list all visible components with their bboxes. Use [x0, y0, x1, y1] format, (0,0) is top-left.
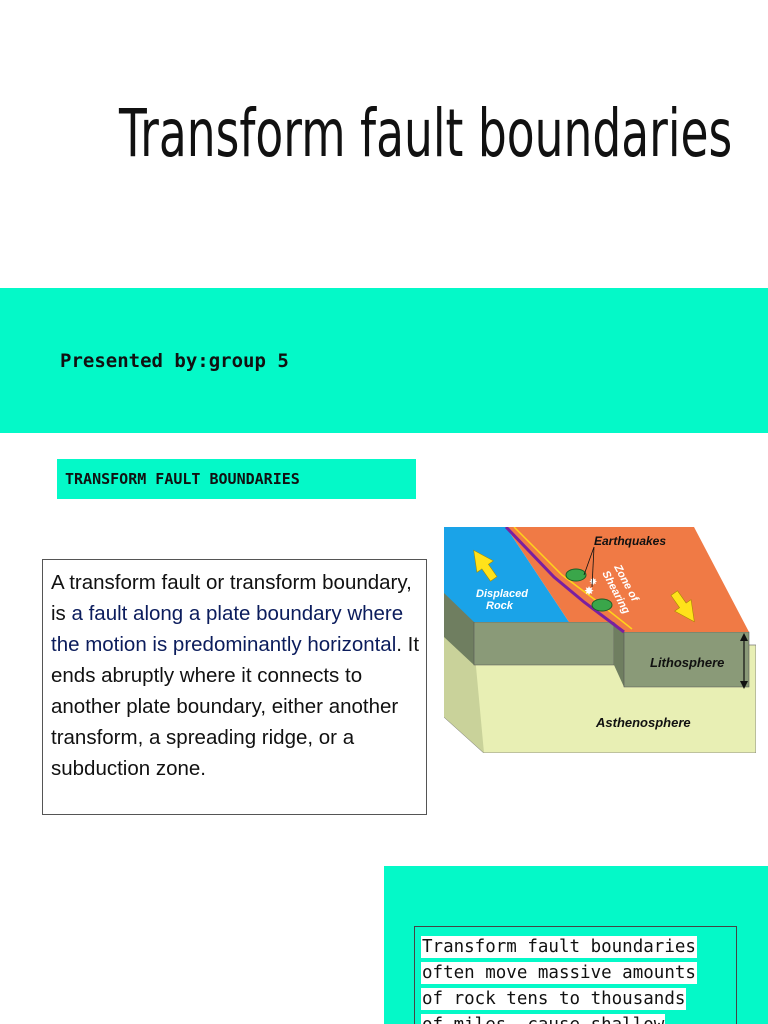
- pointer-1: [583, 546, 595, 576]
- presenter-text: Presented by:group 5: [60, 350, 289, 372]
- definition-part1: A transform fault or transform boundary,…: [51, 571, 412, 625]
- second-panel: Transform fault boundaries often move ma…: [384, 866, 768, 1024]
- panel-line-4: of miles, cause shallow: [421, 1014, 666, 1024]
- label-lithosphere: Lithosphere: [650, 655, 724, 670]
- label-displaced-1: Displaced: [476, 588, 528, 600]
- presenter-band: Presented by:group 5: [0, 288, 768, 433]
- earthquake-star-1: ✸: [584, 584, 594, 598]
- thickness-arrow-bottom: [740, 681, 748, 689]
- arrow-up-left: [473, 549, 498, 582]
- definition-text: A transform fault or transform boundary,…: [51, 567, 420, 784]
- thickness-arrow-top: [740, 633, 748, 641]
- earthquake-star-2: ✸: [589, 577, 597, 588]
- pointer-2: [591, 546, 595, 588]
- page-title: Transform fault boundaries: [119, 95, 733, 172]
- label-displaced-2: Rock: [486, 600, 514, 612]
- transform-fault-diagram: ✸ ✸ Earthquakes Displaced Rock Zone of S…: [444, 527, 756, 753]
- displaced-rock-2: [591, 598, 613, 612]
- definition-part2: . It ends abruptly where it connects to …: [51, 633, 420, 780]
- fault-line: [504, 527, 625, 634]
- lithosphere-left-front: [473, 621, 615, 666]
- panel-line-3: of rock tens to thousands: [421, 988, 687, 1010]
- section-label: TRANSFORM FAULT BOUNDARIES: [65, 470, 300, 488]
- label-asthenosphere: Asthenosphere: [595, 715, 691, 730]
- definition-box: A transform fault or transform boundary,…: [42, 559, 427, 815]
- displaced-rock-1: [565, 568, 587, 582]
- definition-link[interactable]: a fault along a plate boundary where the…: [51, 602, 404, 656]
- panel-line-2: often move massive amounts: [421, 962, 697, 984]
- section-label-box: TRANSFORM FAULT BOUNDARIES: [57, 459, 416, 499]
- lithosphere-step: [614, 622, 624, 687]
- blue-plate: [444, 527, 569, 622]
- arrow-down-right: [670, 590, 695, 623]
- shear-zone-line: [513, 527, 633, 630]
- panel-line-1: Transform fault boundaries: [421, 936, 697, 958]
- second-panel-textbox: Transform fault boundaries often move ma…: [414, 926, 737, 1024]
- label-earthquakes: Earthquakes: [594, 534, 666, 548]
